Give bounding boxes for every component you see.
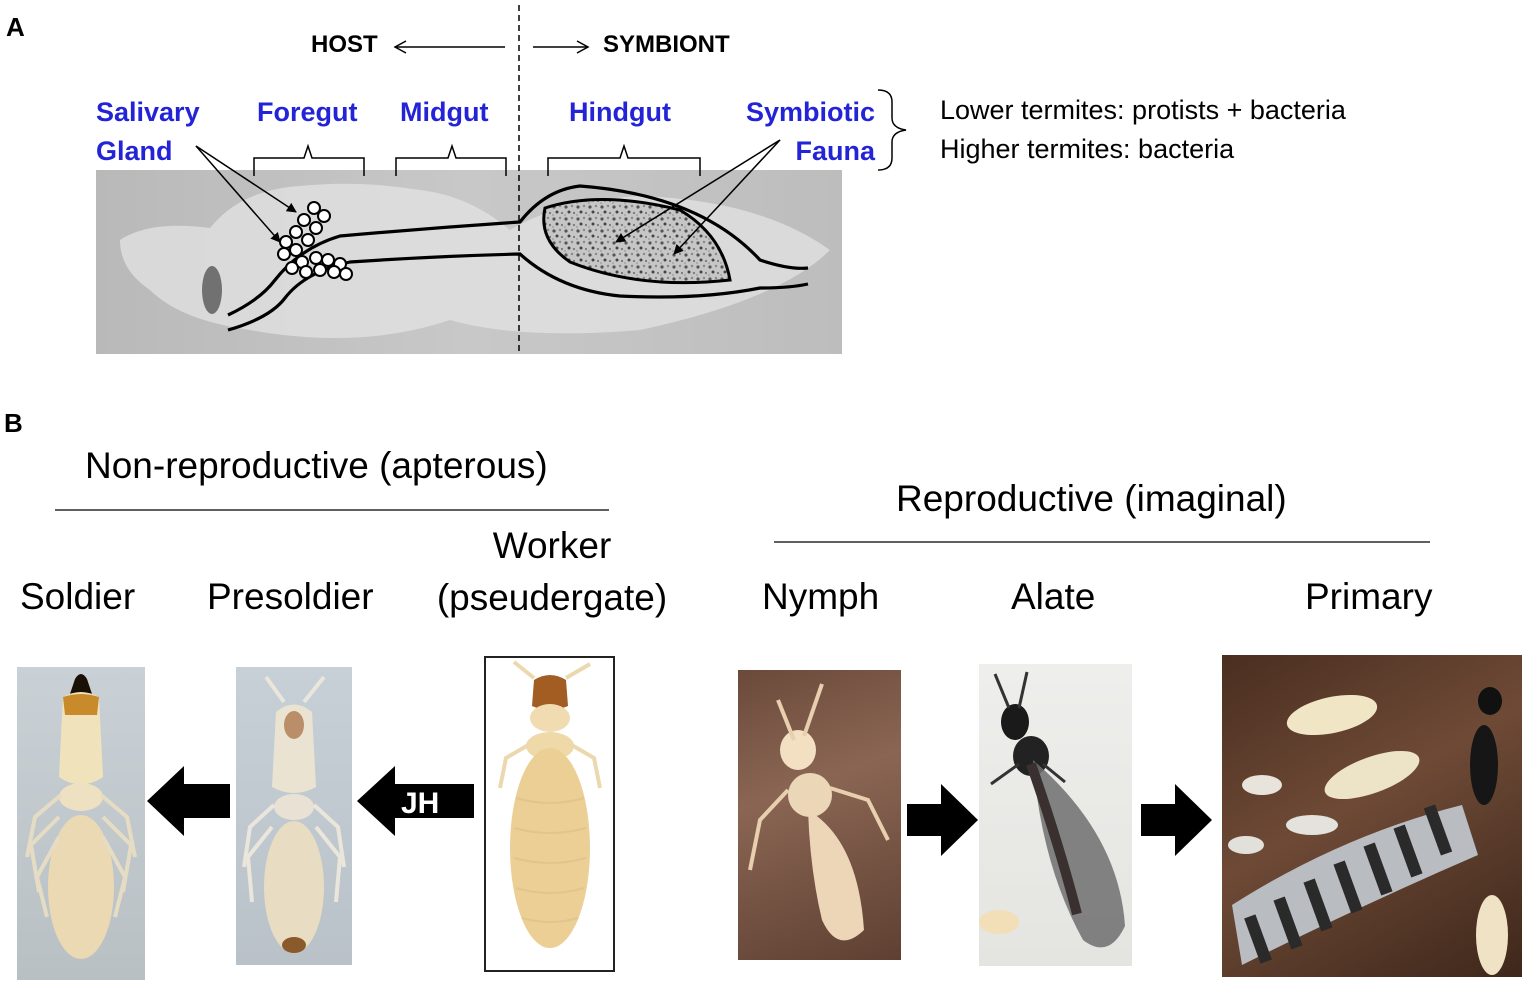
nymph-photo [738,670,901,960]
panel-b-letter: B [4,408,23,438]
nymph-to-alate-arrow [907,784,978,856]
worker-photo [484,656,615,972]
alate-label: Alate [1011,576,1096,617]
salivary-gland-line1: Salivary [96,97,200,127]
host-label: HOST [311,31,378,58]
salivary-gland-label: Salivary Gland [96,93,200,171]
hindgut-paunch [542,198,732,285]
section-braces [253,89,907,176]
symbiotic-fauna-line2: Fauna [795,136,875,166]
presoldier-label: Presoldier [207,576,374,617]
salivary-gland-cells [277,201,353,281]
mandible-mark [202,266,222,314]
primary-label: Primary [1305,576,1433,617]
panel-a-letter: A [6,12,25,42]
non-reproductive-heading: Non-reproductive (apterous) [85,445,548,486]
nymph-label: Nymph [762,576,880,617]
alate-photo [979,664,1132,966]
symbiotic-fauna-label: Symbiotic Fauna [741,93,875,171]
lower-termites-note: Lower termites: protists + bacteria [940,95,1346,125]
presoldier-photo [236,667,352,965]
worker-label: Worker (pseudergate) [432,520,672,624]
hindgut-label: Hindgut [569,97,671,127]
salivary-gland-line2: Gland [96,136,173,166]
soldier-photo [17,667,145,980]
reproductive-heading: Reproductive (imaginal) [896,478,1287,519]
worker-to-presoldier-arrow [357,766,474,836]
symbiont-label: SYMBIONT [603,31,730,58]
worker-line2: (pseudergate) [436,577,668,618]
worker-line1: Worker [492,525,612,566]
higher-termites-note: Higher termites: bacteria [940,134,1235,164]
soldier-label: Soldier [20,576,136,617]
midgut-label: Midgut [400,97,489,127]
pointer-arrows [195,139,781,255]
foregut-label: Foregut [257,97,358,127]
primary-photo [1222,655,1522,977]
gut-tube [227,184,809,332]
presoldier-to-soldier-arrow [147,766,230,836]
alate-to-primary-arrow [1141,784,1212,856]
jh-label: JH [401,787,439,820]
symbiotic-fauna-line1: Symbiotic [745,97,875,127]
